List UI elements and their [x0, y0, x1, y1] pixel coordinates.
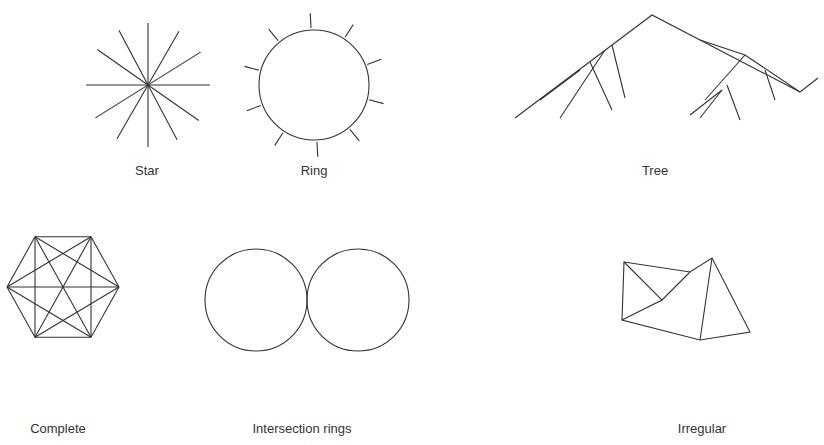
ring-label: Ring: [301, 163, 328, 179]
link-line: [275, 133, 283, 146]
link-line: [345, 25, 353, 38]
link-line: [35, 237, 91, 337]
link-line: [244, 66, 258, 70]
ring-spokes: [244, 13, 383, 157]
link-line: [367, 59, 381, 64]
link-line: [91, 237, 119, 287]
link-line: [91, 287, 119, 337]
irregular-label: Irregular: [678, 421, 726, 437]
irregular-topology: [622, 258, 750, 340]
intersection-rings-label: Intersection rings: [253, 421, 352, 437]
tree-topology: [515, 15, 818, 120]
complete-label: Complete: [30, 421, 86, 437]
link-line: [269, 29, 278, 41]
complete-topology: [7, 237, 119, 337]
link-line: [90, 237, 91, 337]
ring-circle: [259, 30, 369, 140]
link-line: [350, 129, 359, 141]
link-line: [316, 142, 318, 157]
ring-right: [307, 249, 409, 351]
star-topology: [86, 23, 210, 147]
link-line: [35, 237, 91, 337]
tree-label: Tree: [642, 163, 668, 179]
link-line: [35, 236, 91, 237]
link-line: [34, 237, 35, 337]
link-line: [247, 105, 261, 110]
star-label: Star: [135, 163, 159, 179]
link-line: [95, 52, 200, 118]
link-line: [369, 100, 383, 104]
link-line: [7, 237, 35, 287]
ring-left: [205, 249, 307, 351]
link-line: [35, 337, 91, 338]
link-line: [310, 13, 312, 28]
link-line: [7, 287, 35, 337]
link-line: [7, 237, 91, 287]
